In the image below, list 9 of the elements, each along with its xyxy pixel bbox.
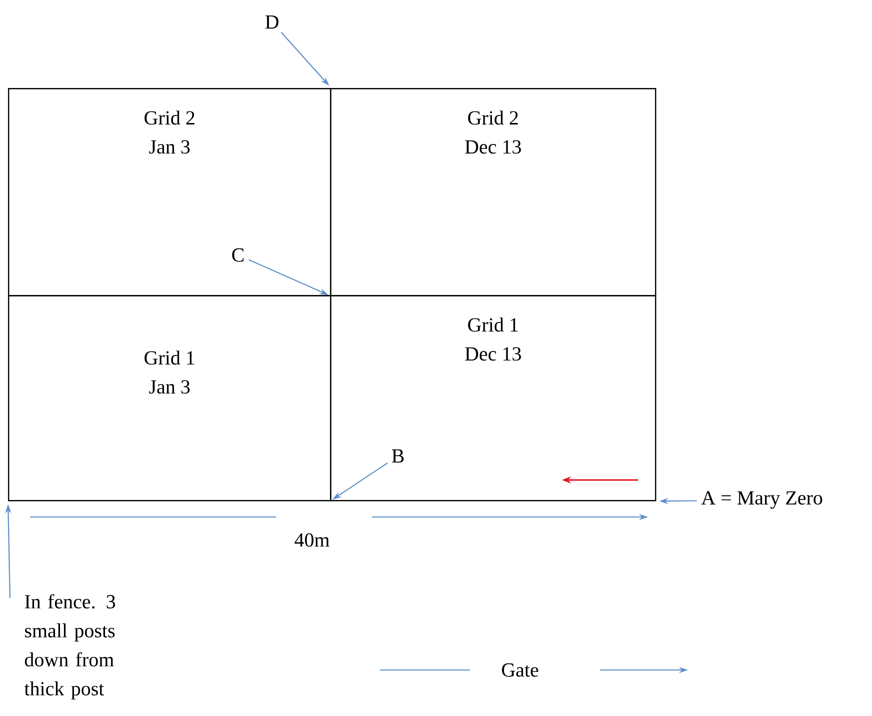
point-label: B [392,449,404,463]
grid-cell: Grid 1 Jan 3 [8,295,332,502]
gate-label: Gate [502,663,538,677]
point-label: A = Mary Zero [701,491,822,509]
dimension-label: 40m [294,533,330,547]
point-label: D [265,15,278,29]
note-text: In fence. 3 small posts down from thick post [24,594,116,700]
point-label: C [232,248,244,262]
grid-cell: Grid 2 Dec 13 [330,88,656,296]
